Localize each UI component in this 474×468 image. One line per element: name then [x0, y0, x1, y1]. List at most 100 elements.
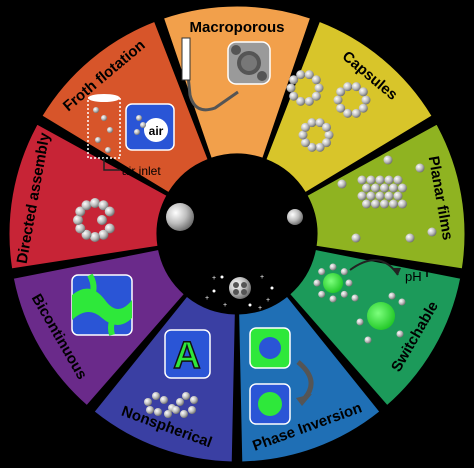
particle: [98, 229, 109, 240]
particle: [144, 398, 152, 406]
particle: [300, 138, 310, 148]
particle: [73, 215, 83, 225]
particle: [315, 118, 325, 128]
particle: [384, 175, 394, 185]
particle: [322, 138, 332, 148]
particle: [362, 199, 371, 209]
particle: [366, 191, 376, 201]
particle: [415, 163, 425, 173]
svg-text:+: +: [223, 302, 227, 309]
particle: [324, 130, 334, 140]
particle: [371, 183, 380, 193]
particle: [315, 142, 325, 152]
particle: [314, 83, 324, 93]
particle: [152, 392, 160, 400]
particle: [366, 175, 376, 185]
particle: [358, 103, 368, 113]
particle: [304, 70, 314, 80]
switchable-illustration: pH: [313, 259, 430, 344]
froth-flotation-illustration: air air inlet: [87, 94, 175, 178]
particle: [190, 396, 198, 404]
ph-label: pH: [405, 269, 422, 284]
particle: [343, 108, 353, 118]
ion-cluster: ++ ++ ++: [205, 274, 274, 312]
planar-film-illustration: [337, 155, 437, 243]
nonspherical-illustration: A: [144, 329, 211, 418]
particle: [340, 290, 348, 298]
particle: [398, 183, 407, 193]
large-droplet: [166, 203, 194, 231]
particle: [329, 295, 337, 303]
particle: [427, 227, 437, 237]
particle: [289, 75, 299, 85]
particle: [336, 103, 346, 113]
particle: [81, 229, 92, 240]
particle: [75, 206, 86, 217]
particle: [383, 155, 393, 165]
particle: [160, 396, 168, 404]
particle: [405, 233, 415, 243]
particle: [81, 200, 92, 211]
particle: [296, 96, 306, 106]
particle: [176, 398, 184, 406]
particle: [340, 268, 348, 276]
particle: [351, 108, 361, 118]
particle: [98, 200, 109, 211]
particle: [364, 336, 372, 344]
particle: [286, 83, 296, 93]
svg-text:+: +: [266, 297, 270, 304]
particle: [356, 318, 364, 326]
particle: [375, 175, 385, 185]
particle: [351, 82, 361, 92]
particle: [384, 191, 394, 201]
phase-inversion-illustration: [249, 327, 314, 425]
particle: [351, 294, 359, 302]
directed-assembly-illustration: [73, 198, 115, 242]
particle: [337, 179, 347, 189]
svg-text:+: +: [258, 305, 262, 312]
particle: [311, 75, 321, 85]
capsule-illustration: [286, 70, 371, 152]
particle: [393, 191, 403, 201]
particle: [361, 95, 371, 105]
particle: [388, 292, 396, 300]
particle: [371, 199, 380, 209]
center-hub: [157, 154, 317, 314]
air-inlet-label: air inlet: [122, 164, 161, 178]
particle: [104, 206, 115, 217]
macroporous-illustration: [181, 37, 271, 112]
particle: [318, 268, 326, 276]
particle: [318, 290, 326, 298]
particle: [300, 122, 310, 132]
particle: [396, 330, 404, 338]
label-macroporous: Macroporous: [189, 19, 284, 36]
small-droplet: [287, 209, 303, 225]
particle: [375, 191, 385, 201]
particle: [357, 175, 367, 185]
svg-text:+: +: [205, 295, 209, 302]
particle: [329, 263, 337, 271]
svg-text:+: +: [260, 274, 264, 281]
particle: [289, 91, 299, 101]
particle: [296, 70, 306, 80]
particle: [304, 96, 314, 106]
particle: [336, 87, 346, 97]
particle: [380, 199, 389, 209]
particle: [389, 183, 398, 193]
particle: [180, 410, 188, 418]
particle: [182, 392, 190, 400]
particle: [389, 199, 398, 209]
particle: [357, 191, 367, 201]
particle: [188, 406, 196, 414]
particle: [104, 223, 115, 234]
particle: [398, 199, 407, 209]
particle: [298, 130, 308, 140]
particle: [380, 183, 389, 193]
particle: [393, 175, 403, 185]
particle: [146, 406, 154, 414]
particle: [75, 223, 86, 234]
bicontinuous-illustration: [71, 273, 133, 336]
particle: [333, 95, 343, 105]
